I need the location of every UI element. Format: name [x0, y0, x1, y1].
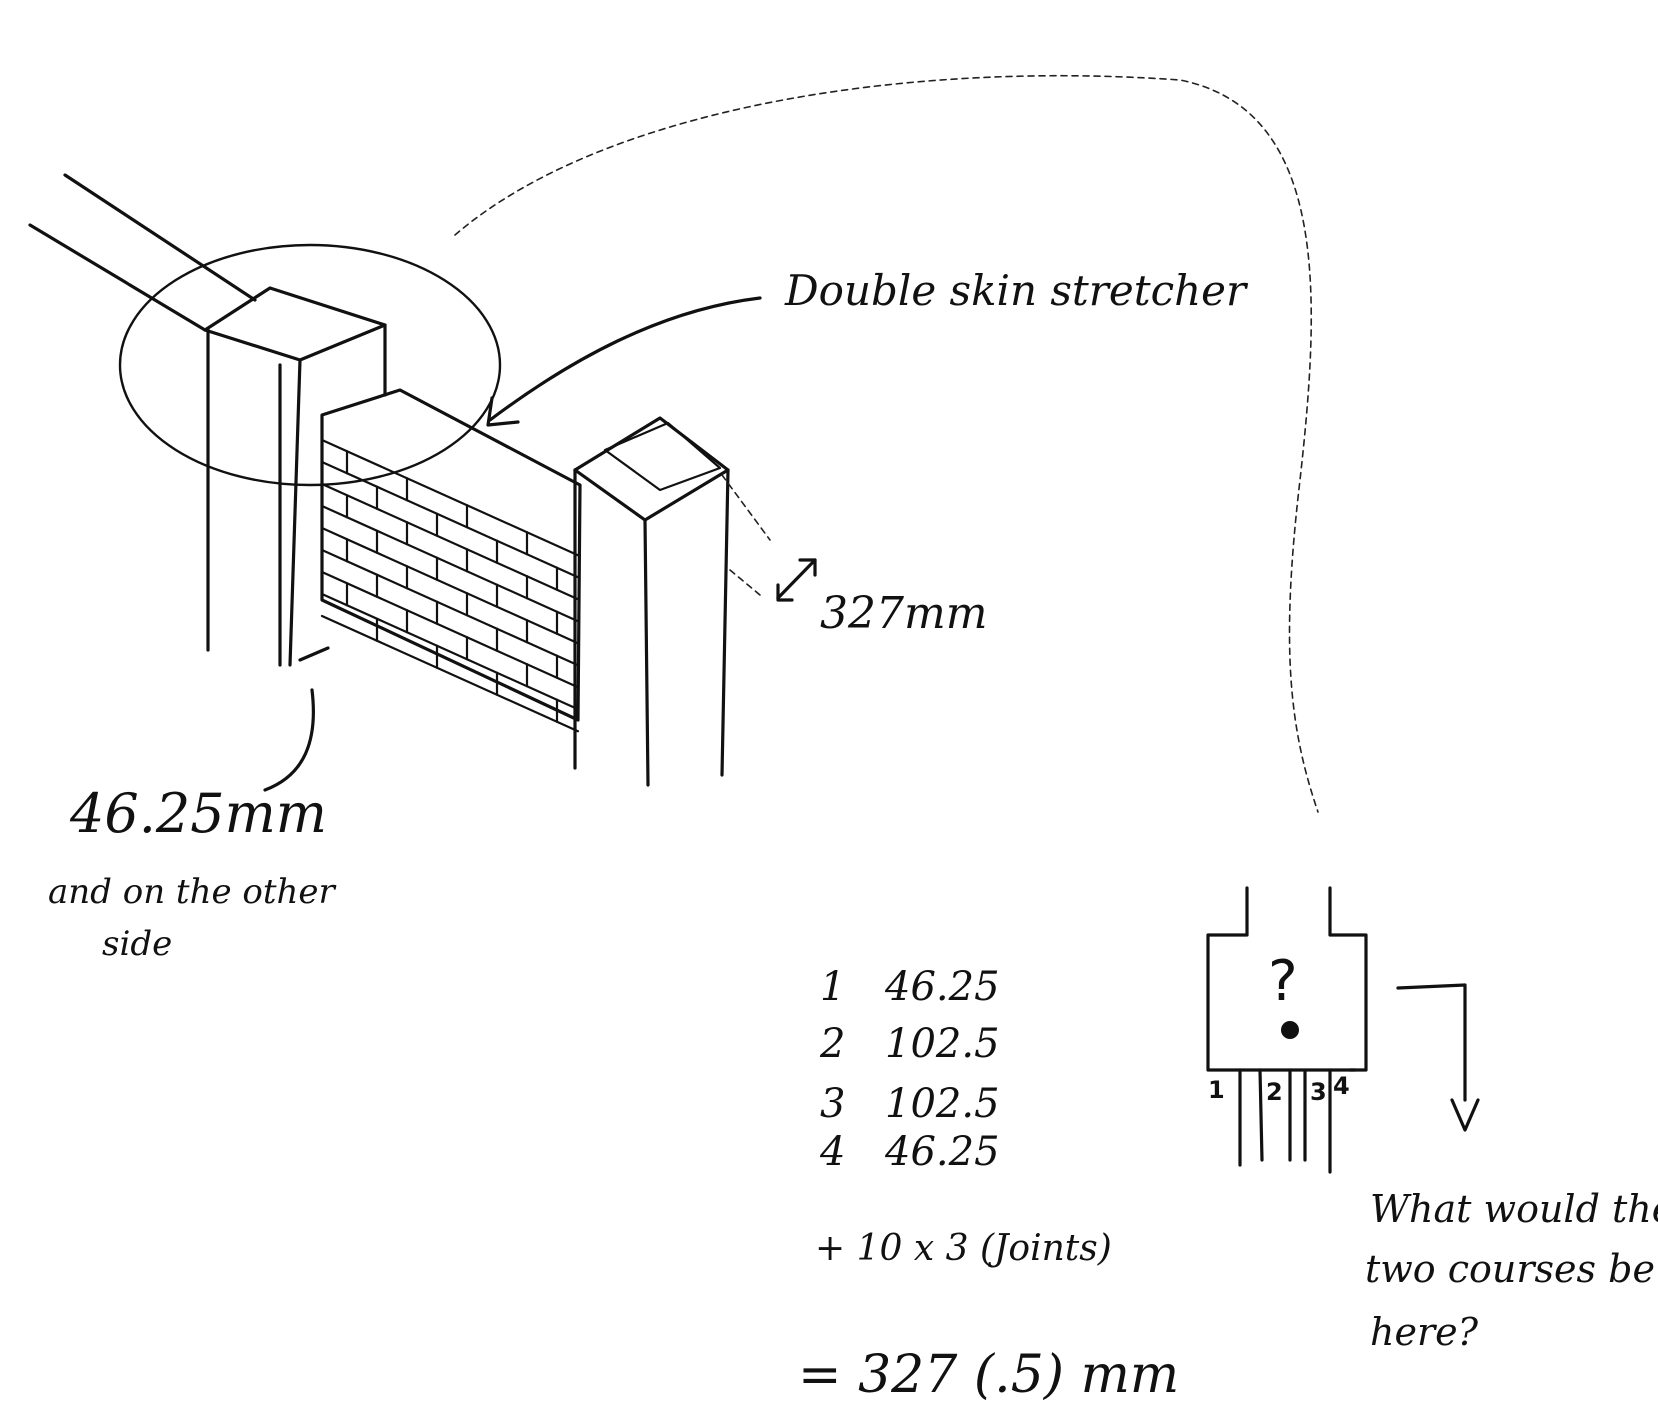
calc-num: 3 [820, 1081, 845, 1127]
calc-value: 46.25 [884, 964, 1000, 1010]
brick-course-line [320, 438, 580, 557]
brick-course-line [320, 504, 580, 623]
calc-num: 1 [820, 964, 845, 1010]
question-line1: What would the [1370, 1187, 1658, 1231]
wall-lines [28, 173, 257, 332]
side-note-line1: and on the other [48, 872, 337, 912]
calc-value: 102.5 [885, 1021, 1000, 1067]
left-pier [203, 286, 387, 667]
brick-wall [320, 388, 582, 733]
brick-course-line [320, 526, 580, 645]
double-skin-label: Double skin stretcher [784, 266, 1249, 315]
question-arrow [1396, 983, 1480, 1132]
center-dot [1281, 1021, 1299, 1039]
brick-course-line [320, 460, 580, 579]
double-skin-leader [486, 296, 762, 427]
question-line2: two courses be [1365, 1247, 1655, 1291]
slot-label: 2 [1266, 1078, 1283, 1106]
connector-curve [454, 74, 1319, 813]
calculation: 1 46.25 2 102.5 3 102.5 4 46.25 + 10 x 3… [798, 964, 1179, 1405]
brick-course-line [320, 548, 580, 667]
brick-course-line [320, 614, 580, 733]
brick-course-line [320, 592, 580, 711]
slot-label: 1 [1208, 1076, 1225, 1104]
calc-joints: + 10 x 3 (Joints) [815, 1228, 1112, 1269]
detail-circle [118, 243, 502, 487]
calc-num: 2 [819, 1021, 845, 1067]
question-text: What would the two courses be here? [1365, 1187, 1658, 1354]
calc-value: 102.5 [885, 1081, 1000, 1127]
question-line3: here? [1370, 1310, 1479, 1354]
plan-question-mark: ? [1268, 949, 1298, 1014]
calc-total: = 327 (.5) mm [798, 1345, 1179, 1405]
dimension-327-arrow [721, 474, 817, 602]
brick-course-line [320, 570, 580, 689]
plan-view: ? 1 2 3 4 [1206, 886, 1368, 1174]
brick-course-line [320, 482, 580, 601]
slot-label: 4 [1333, 1072, 1350, 1100]
right-pier [573, 416, 730, 787]
side-width-label: 46.25mm [69, 782, 327, 845]
calc-value: 46.25 [884, 1129, 1000, 1175]
side-note-line2: side [102, 924, 172, 964]
calc-num: 4 [819, 1129, 845, 1175]
pier-depth-label: 327mm [820, 588, 987, 639]
slot-label: 3 [1310, 1078, 1327, 1106]
side-width-leader [263, 688, 315, 792]
